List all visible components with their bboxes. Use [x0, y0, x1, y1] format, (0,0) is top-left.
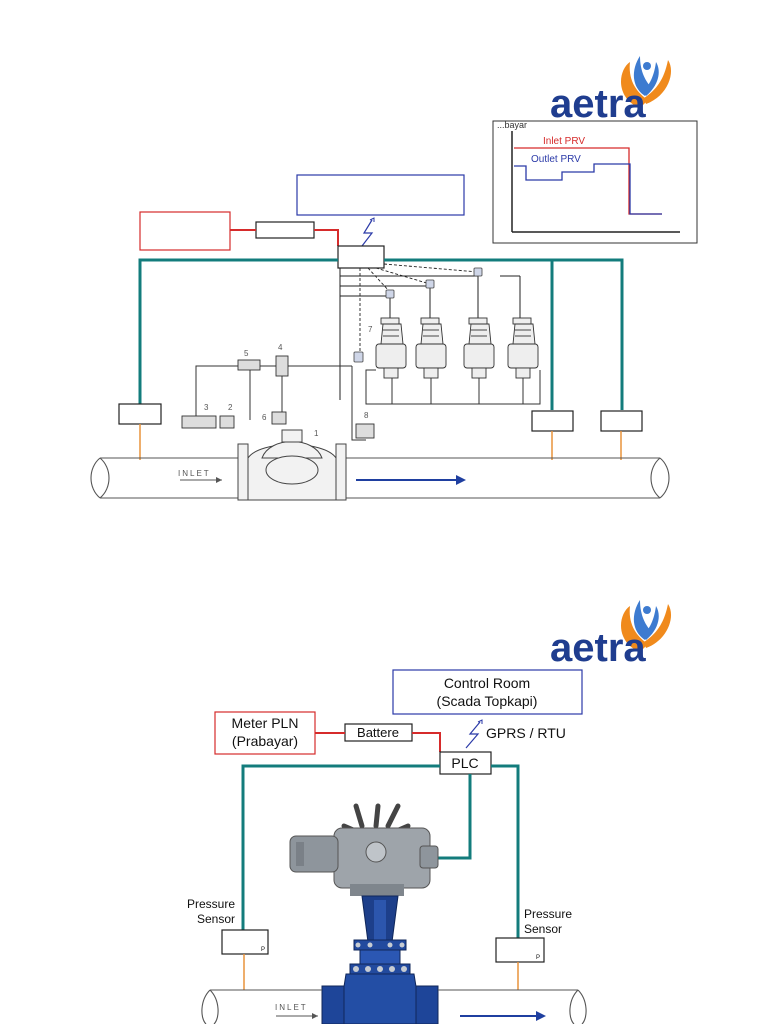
aetra-logo-bottom: aetra [550, 600, 672, 670]
chart-cut-title: ...bayar [497, 120, 527, 130]
plc-label: PLC [451, 755, 478, 771]
component-number-1: 1 [314, 429, 319, 438]
outlet-prv-line [514, 163, 662, 215]
component-number-8: 8 [364, 411, 369, 420]
inlet-label-top: INLET [178, 469, 211, 478]
wireless-icon-top [361, 219, 374, 247]
pilot-valve-1 [375, 317, 407, 379]
control-room-line2: (Scada Topkapi) [437, 693, 538, 709]
pilot-valves [375, 317, 539, 379]
legend-outlet-prv: Outlet PRV [531, 154, 581, 165]
plc-box-top [337, 245, 385, 269]
component-number-3: 3 [204, 403, 209, 412]
sensor-left-mark: P [261, 947, 265, 953]
pilot-valve-4 [507, 317, 539, 379]
component-number-6: 6 [262, 413, 267, 422]
sensor-left-label-line1: Pressure [187, 897, 235, 911]
pressure-sensor-top-left [118, 403, 162, 425]
pipe-fittings [181, 355, 375, 439]
brand-wordmark: aetra [550, 626, 646, 670]
main-valve-top [237, 429, 347, 501]
pressure-sensor-left [221, 929, 269, 955]
flame-icon [620, 600, 672, 652]
legend-inlet-prv: Inlet PRV [543, 136, 585, 147]
main-pipe-bottom [201, 989, 587, 1024]
solenoid-icons [353, 267, 483, 363]
sensor-left-label-line2: Sensor [197, 912, 235, 926]
pilot-valve-3 [463, 317, 495, 379]
battery-label: Battere [357, 725, 399, 740]
component-number-7: 7 [368, 325, 373, 334]
control-room-box [392, 669, 583, 715]
sensor-right-mark: P [536, 955, 540, 961]
bottom-diagram: aetra Control Room (Scada Topkapi) Meter… [187, 600, 672, 1024]
plc-box [439, 751, 492, 775]
sensor-right-label-line2: Sensor [524, 922, 562, 936]
component-number-2: 2 [228, 403, 233, 412]
main-pipe-top [90, 457, 670, 499]
control-room-box-top [296, 174, 465, 216]
pressure-chart-inset: ...bayar Inlet PRV Outlet PRV [492, 120, 698, 244]
flame-icon [620, 56, 672, 108]
brand-wordmark: aetra [550, 82, 646, 126]
wireless-icon [465, 721, 481, 749]
pressure-sensor-top-mid [531, 410, 574, 432]
pressure-sensor-top-right [600, 410, 643, 432]
meter-pln-line1: Meter PLN [232, 715, 299, 731]
sensor-right-label-line1: Pressure [524, 907, 572, 921]
meter-pln-line2: (Prabayar) [232, 733, 298, 749]
meter-pln-box [214, 711, 316, 755]
component-number-5: 5 [244, 349, 249, 358]
motorized-gate-valve-image [289, 803, 439, 1024]
gprs-rtu-label: GPRS / RTU [486, 725, 566, 741]
meter-box-top [139, 211, 231, 251]
inlet-label-bottom: INLET [275, 1003, 308, 1012]
battery-box-top [255, 221, 315, 239]
component-number-4: 4 [278, 343, 283, 352]
aetra-logo-top: aetra [550, 56, 672, 126]
pressure-sensor-right [495, 937, 545, 963]
pilot-valve-2 [415, 317, 447, 379]
control-room-line1: Control Room [444, 675, 530, 691]
top-diagram: aetra ...bayar Inlet PRV Outlet PRV [90, 56, 698, 501]
